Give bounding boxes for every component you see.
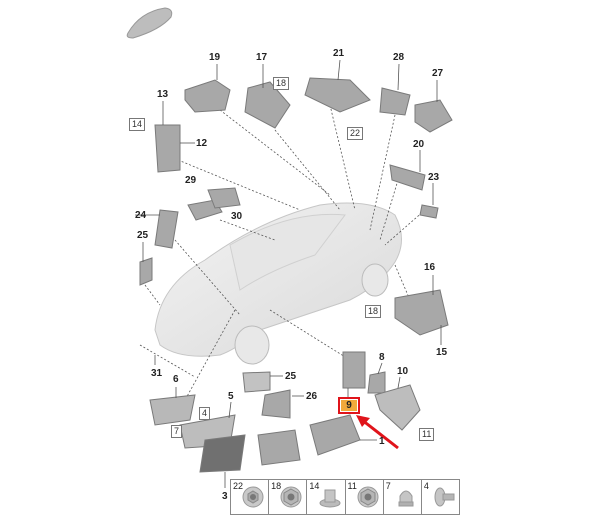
part-23 — [419, 204, 439, 219]
boxed-part-label[interactable]: 18 — [273, 77, 290, 90]
highlighted-part-label: 9 — [341, 400, 357, 411]
part-10 — [374, 384, 421, 431]
part-label[interactable]: 26 — [306, 391, 318, 402]
part-26-module — [257, 429, 301, 466]
part-28 — [379, 87, 411, 116]
car-body — [154, 202, 402, 365]
part-label[interactable]: 13 — [157, 89, 169, 100]
part-label[interactable]: 8 — [379, 352, 385, 363]
part-label[interactable]: 21 — [333, 48, 345, 59]
part-label[interactable]: 12 — [196, 138, 208, 149]
boxed-part-label[interactable]: 18 — [365, 305, 382, 318]
hardware-item[interactable]: 4 — [422, 480, 459, 514]
flange-nut-icon — [242, 486, 264, 508]
screw-icon — [434, 487, 455, 507]
part-label[interactable]: 6 — [173, 374, 179, 385]
part-21 — [304, 77, 371, 113]
hardware-number: 18 — [271, 481, 282, 491]
part-label[interactable]: 20 — [413, 139, 425, 150]
part-17 — [244, 81, 291, 129]
part-label[interactable]: 10 — [397, 366, 409, 377]
hex-nut-icon — [280, 486, 302, 508]
part-19 — [184, 79, 231, 113]
highlighted-part-9[interactable]: 9 — [338, 397, 360, 414]
part-label[interactable]: 31 — [151, 368, 163, 379]
hardware-number: 7 — [385, 481, 391, 491]
part-label[interactable]: 29 — [185, 175, 197, 186]
part-label[interactable]: 30 — [231, 211, 243, 222]
label-leaders — [135, 59, 442, 488]
part-label[interactable]: 24 — [135, 210, 147, 221]
part-12 — [154, 124, 181, 173]
boxed-part-label[interactable]: 22 — [347, 127, 364, 140]
part-label[interactable]: 28 — [393, 52, 405, 63]
hardware-item[interactable]: 11 — [346, 480, 384, 514]
part-label[interactable]: 19 — [209, 52, 221, 63]
leader-lines — [139, 104, 426, 401]
hardware-item[interactable]: 22 — [231, 480, 270, 514]
hardware-number: 14 — [309, 481, 320, 491]
part-25-left — [139, 257, 153, 286]
part-3 — [199, 434, 246, 473]
cap-nut-icon — [398, 490, 414, 507]
part-1 — [309, 414, 361, 456]
part-label[interactable]: 5 — [228, 391, 234, 402]
parts — [139, 77, 453, 473]
part-26 — [261, 389, 291, 419]
boxed-part-label[interactable]: 7 — [171, 425, 183, 438]
part-8 — [367, 371, 386, 394]
hardware-strip: 22 18 14 11 7 4 — [230, 479, 460, 515]
part-30 — [207, 187, 241, 209]
red-arrow-icon — [356, 415, 399, 450]
hardware-number: 22 — [233, 481, 244, 491]
part-27 — [414, 99, 453, 133]
part-9 — [342, 351, 366, 389]
part-label[interactable]: 25 — [137, 230, 149, 241]
boxed-part-label[interactable]: 4 — [199, 407, 211, 420]
hardware-number: 4 — [423, 481, 429, 491]
weld-nut-icon — [319, 489, 341, 508]
part-label[interactable]: 25 — [285, 371, 297, 382]
hardware-item[interactable]: 7 — [384, 480, 422, 514]
hardware-item[interactable]: 18 — [269, 480, 308, 514]
hardware-item[interactable]: 14 — [307, 480, 346, 514]
boxed-part-label[interactable]: 14 — [129, 118, 146, 131]
hex-nut-icon — [357, 486, 379, 508]
part-24 — [154, 209, 179, 249]
thumbnail-car-icon — [126, 7, 173, 39]
part-25-front — [242, 371, 271, 393]
part-20 — [389, 164, 426, 191]
part-label[interactable]: 17 — [256, 52, 268, 63]
part-label[interactable]: 27 — [432, 68, 444, 79]
part-label[interactable]: 1 — [379, 436, 385, 447]
part-16-15 — [394, 289, 449, 336]
part-label[interactable]: 23 — [428, 172, 440, 183]
hardware-number: 11 — [347, 481, 357, 491]
part-label[interactable]: 3 — [222, 491, 228, 502]
part-label[interactable]: 15 — [436, 347, 448, 358]
part-label[interactable]: 16 — [424, 262, 436, 273]
part-6 — [149, 394, 196, 426]
boxed-part-label[interactable]: 11 — [419, 428, 435, 441]
